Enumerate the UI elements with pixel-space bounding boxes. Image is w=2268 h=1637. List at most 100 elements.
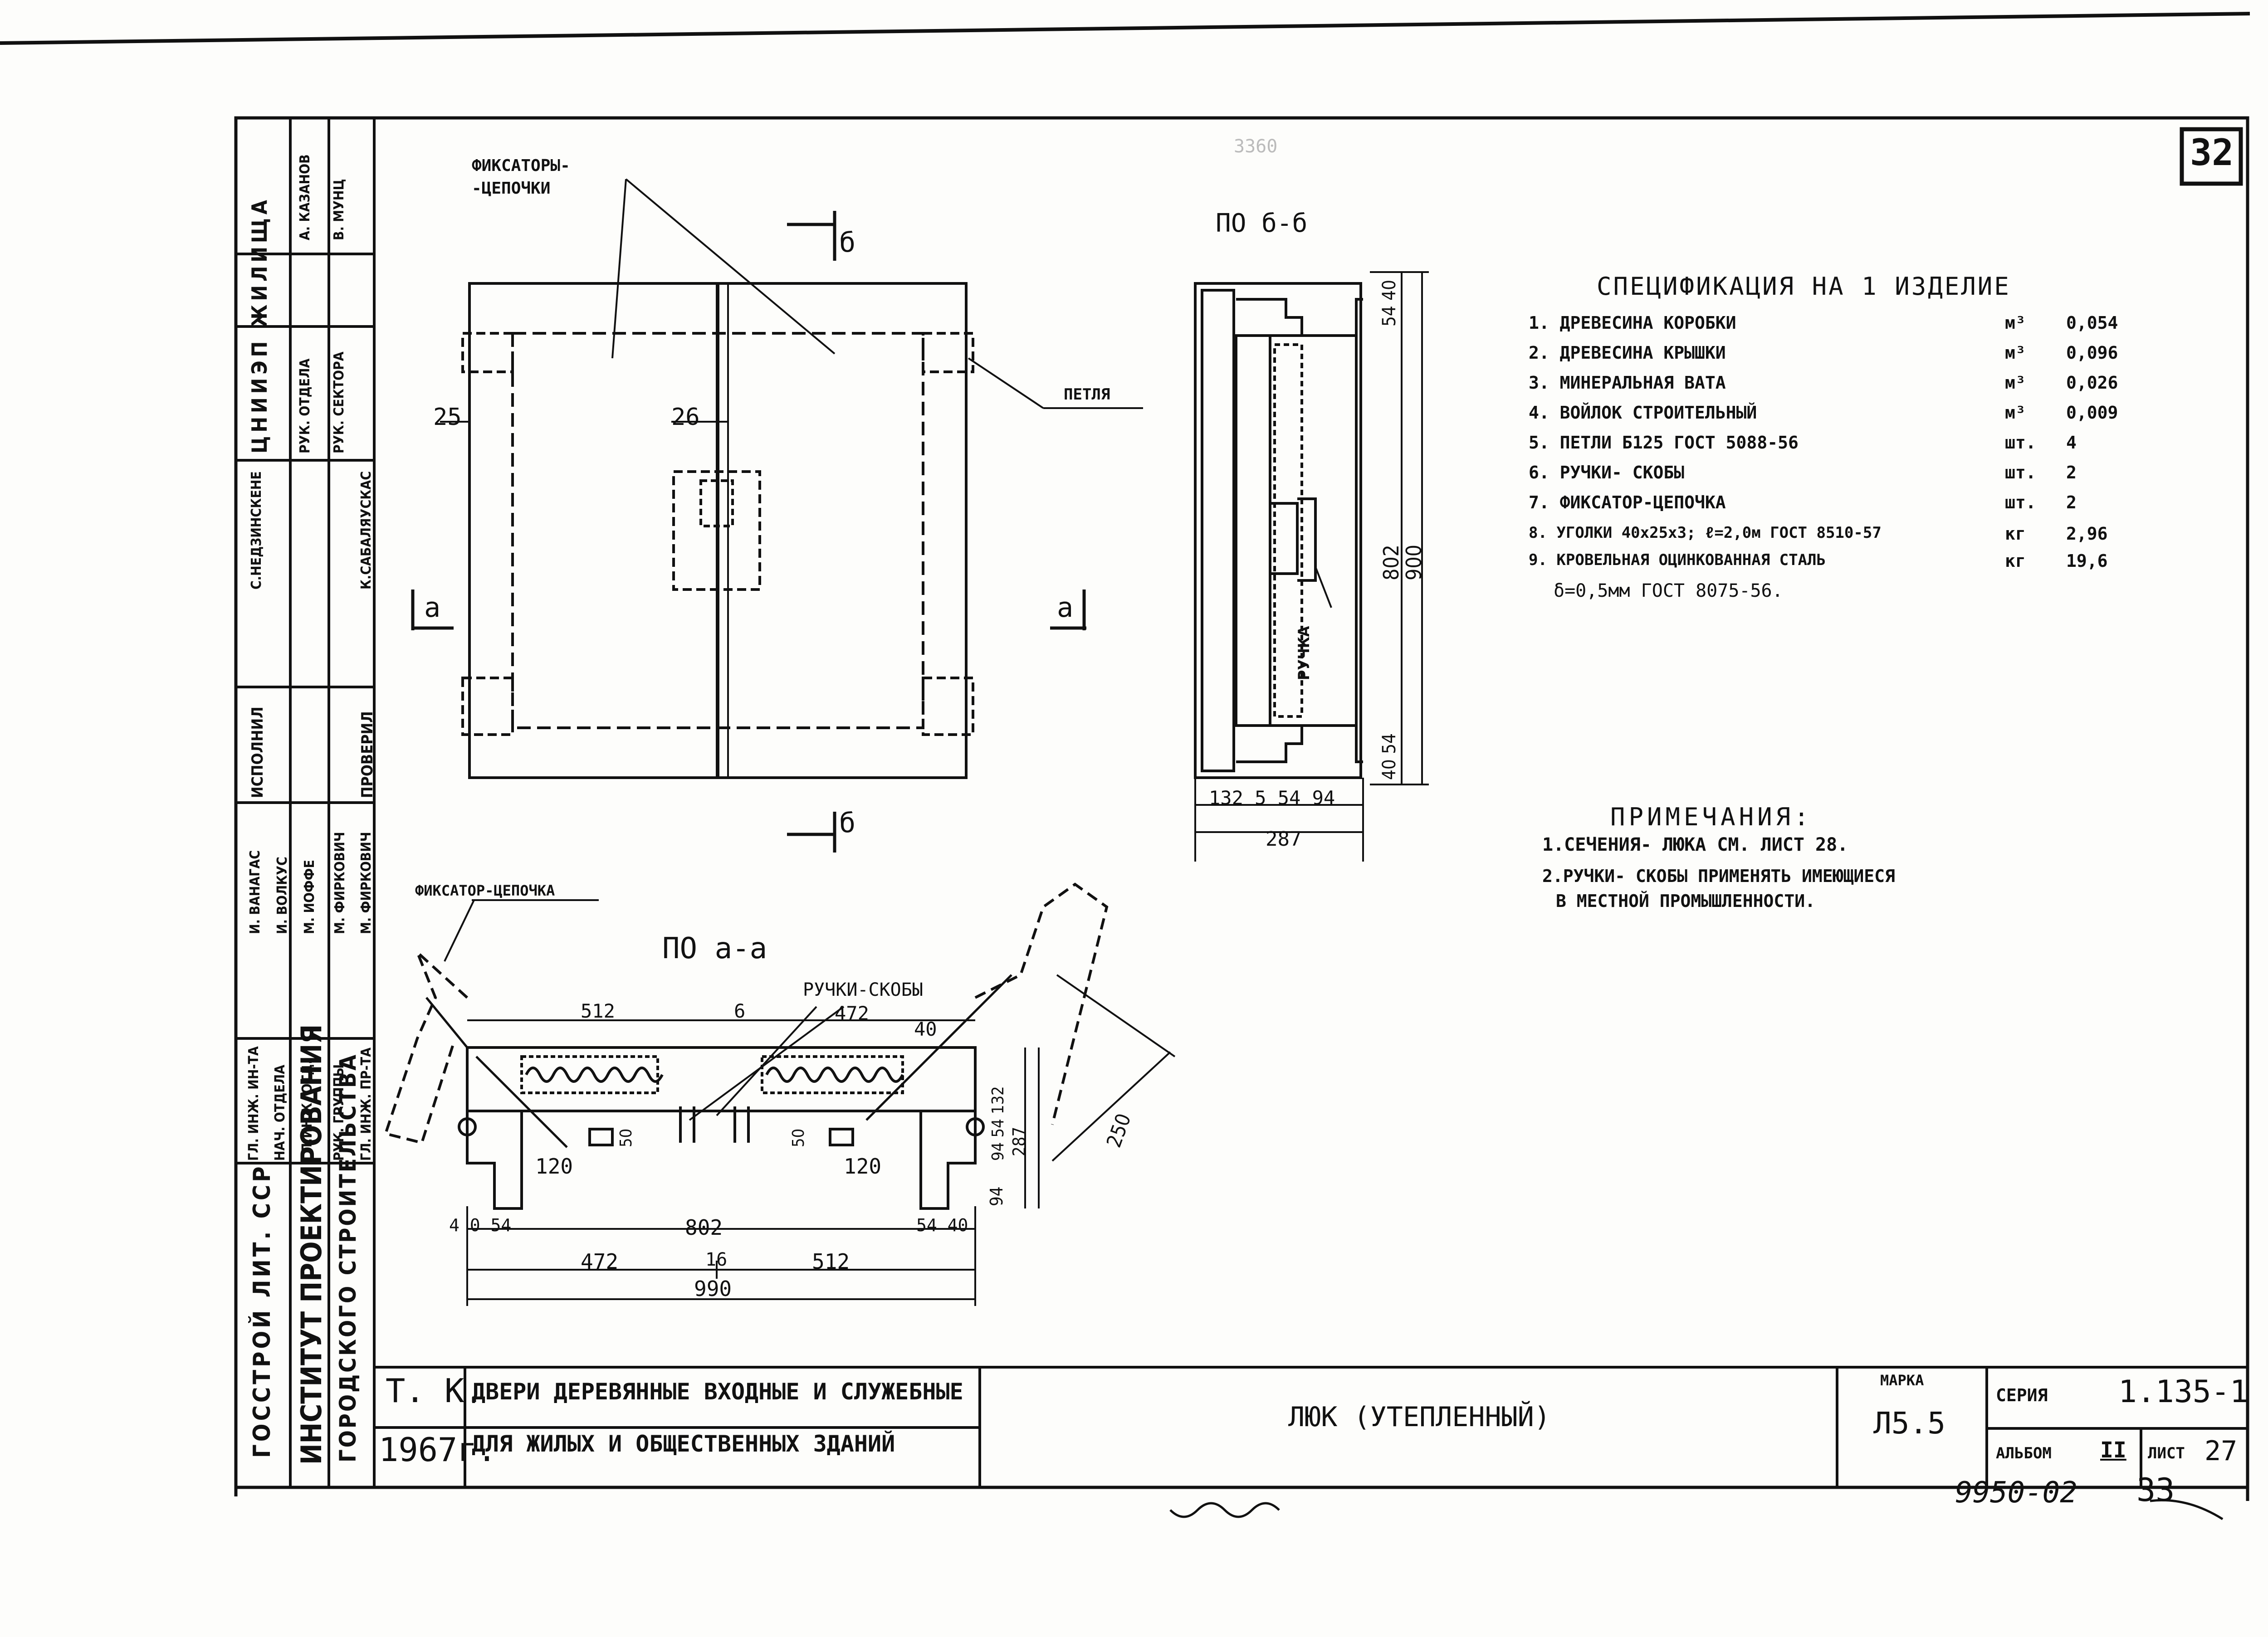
name-munts: В. МУНЦ xyxy=(331,179,347,240)
label-hinge: ПЕТЛЯ xyxy=(1064,385,1110,404)
dim-aa-472-top: 472 xyxy=(835,1002,869,1024)
series-value: 1.135-1 xyxy=(2118,1374,2248,1410)
label-handles-aa: РУЧКИ-СКОБЫ xyxy=(803,979,923,1000)
spec-qty: 2 xyxy=(2066,463,2077,482)
spec-qty: 19,6 xyxy=(2066,551,2108,571)
spec-qty: 0,096 xyxy=(2066,343,2118,363)
marka-value: Л5.5 xyxy=(1873,1406,1945,1441)
spec-row: 5. ПЕТЛИ Б125 ГОСТ 5088-56 шт. 4 xyxy=(1529,433,2209,463)
cut-a-right: а xyxy=(1057,592,1074,624)
dim-aa-6: 6 xyxy=(734,1000,746,1022)
spec-name: 3. МИНЕРАЛЬНАЯ ВАТА xyxy=(1529,373,1726,393)
dim-aa-472: 472 xyxy=(581,1249,619,1274)
dim-aa-50b: 50 xyxy=(789,1128,808,1147)
section-bb-title: ПО б-б xyxy=(1216,209,1308,238)
cut-a-left: а xyxy=(424,592,441,624)
drawing-name: ЛЮК (УТЕПЛЕННЫЙ) xyxy=(1288,1401,1550,1433)
role-ruk-otdela: РУК. ОТДЕЛА xyxy=(297,358,313,453)
spec-name: 2. ДРЕВЕСИНА КРЫШКИ xyxy=(1529,343,1726,363)
label-handle-bb: РУЧКА xyxy=(1295,626,1313,680)
section-aa-title: ПО а-а xyxy=(662,932,767,965)
dim-bb-900: 900 xyxy=(1402,545,1426,580)
name-kazanov: А. КАЗАНОВ xyxy=(297,154,313,240)
dim-aa-287: 287 xyxy=(1009,1126,1029,1156)
plan-view xyxy=(411,178,1143,853)
spec-row: 9. КРОВЕЛЬНАЯ ОЦИНКОВАННАЯ СТАЛЬ кг 19,6 xyxy=(1529,551,2209,581)
spec-qty: 0,054 xyxy=(2066,313,2118,333)
spec-unit: м³ xyxy=(2005,403,2026,423)
page-number: 32 xyxy=(2190,132,2234,174)
upper-org: ЦНИИЭП ЖИЛИЩА xyxy=(247,196,272,453)
bottom-code: 9950-02 xyxy=(1955,1476,2077,1510)
section-bb xyxy=(1194,271,1429,862)
project-title-1: ДВЕРИ ДЕРЕВЯННЫЕ ВХОДНЫЕ И СЛУЖЕБНЫЕ xyxy=(472,1379,963,1405)
dim-aa-990: 990 xyxy=(694,1276,732,1301)
dim-25: 25 xyxy=(433,404,462,431)
spec-name: 9. КРОВЕЛЬНАЯ ОЦИНКОВАННАЯ СТАЛЬ xyxy=(1529,551,1826,569)
spec-name: 4. ВОЙЛОК СТРОИТЕЛЬНЫЙ xyxy=(1529,403,1757,423)
dim-aa-120a: 120 xyxy=(535,1154,573,1179)
name-firkovich-1: М. ФИРКОВИЧ xyxy=(332,832,348,934)
tk-label: Т. К. xyxy=(386,1372,484,1410)
cut-b-top: б xyxy=(839,227,856,258)
spec-row9-cont: δ=0,5мм ГОСТ 8075-56. xyxy=(1554,580,1783,601)
spec-unit: м³ xyxy=(2005,343,2026,363)
project-title-2: ДЛЯ ЖИЛЫХ И ОБЩЕСТВЕННЫХ ЗДАНИЙ xyxy=(472,1431,895,1457)
spec-unit: шт. xyxy=(2005,433,2036,453)
label-fixator-chain: ФИКСАТОР-ЦЕПОЧКА xyxy=(415,882,555,899)
role-gl-inzh-pr-ta: ГЛ. ИНЖ. ПР-ТА xyxy=(358,1047,374,1161)
spec-unit: кг xyxy=(2005,524,2026,544)
cut-b-bottom: б xyxy=(839,807,856,839)
label-fixators-2: -ЦЕПОЧКИ xyxy=(472,179,551,198)
dim-aa-side: 94 54 132 xyxy=(989,1086,1007,1161)
spec-name: 8. УГОЛКИ 40х25х3; ℓ=2,0м ГОСТ 8510-57 xyxy=(1529,524,1882,542)
dim-aa-120b: 120 xyxy=(844,1154,882,1179)
role-nach-otdela: НАЧ. ОТДЕЛА xyxy=(272,1064,288,1161)
spec-qty: 0,009 xyxy=(2066,403,2118,423)
dim-aa-512-top: 512 xyxy=(581,1000,615,1022)
bottom-page: 33 xyxy=(2136,1471,2175,1509)
name-vanagas: И. ВАНАГАС xyxy=(247,850,263,934)
spec-unit: м³ xyxy=(2005,313,2026,333)
stamp-number: 3360 xyxy=(1234,136,1278,157)
spec-unit: шт. xyxy=(2005,492,2036,512)
role-gl-inzh-in-ta: ГЛ. ИНЖ. ИН-ТА xyxy=(246,1046,262,1161)
dim-aa-94: 94 xyxy=(987,1186,1007,1207)
spec-unit: м³ xyxy=(2005,373,2026,393)
role-ruk-sektora: РУК. СЕКТОРА xyxy=(331,351,347,453)
spec-row: 2. ДРЕВЕСИНА КРЫШКИ м³ 0,096 xyxy=(1529,343,2209,373)
notes-line3: В МЕСТНОЙ ПРОМЫШЛЕННОСТИ. xyxy=(1556,891,1815,911)
label-fixators: ФИКСАТОРЫ- xyxy=(472,156,570,175)
series-label: СЕРИЯ xyxy=(1996,1385,2048,1405)
spec-title: СПЕЦИФИКАЦИЯ НА 1 ИЗДЕЛИЕ xyxy=(1597,272,2011,301)
dim-bb-bottom: 40 54 xyxy=(1379,733,1400,780)
dim-aa-16: 16 xyxy=(705,1249,728,1270)
dim-aa-40: 40 xyxy=(914,1018,937,1040)
notes-line2: 2.РУЧКИ- СКОБЫ ПРИМЕНЯТЬ ИМЕЮЩИЕСЯ xyxy=(1542,866,1895,886)
role-ispolnil: ИСПОЛНИЛ xyxy=(249,706,267,798)
spec-unit: кг xyxy=(2005,551,2026,571)
dim-aa-512: 512 xyxy=(812,1249,850,1274)
album-value: II xyxy=(2100,1437,2126,1463)
marka-label: МАРКА xyxy=(1880,1372,1924,1389)
spec-qty: 4 xyxy=(2066,433,2077,453)
spec-qty: 2,96 xyxy=(2066,524,2108,544)
notes-line1: 1.СЕЧЕНИЯ- ЛЮКА СМ. ЛИСТ 28. xyxy=(1542,834,1848,855)
spec-row: 8. УГОЛКИ 40х25х3; ℓ=2,0м ГОСТ 8510-57 кг… xyxy=(1529,524,2209,554)
dim-aa-50a: 50 xyxy=(617,1128,635,1147)
name-nedzinskene: С.НЕДЗИНСКЕНЕ xyxy=(249,471,264,590)
role-gl-inzh-otd: ГЛ.ИНЖ. ОТД. xyxy=(299,1059,315,1161)
spec-qty: 0,026 xyxy=(2066,373,2118,393)
dim-bb-287: 287 xyxy=(1266,828,1302,851)
name-volkus: И. ВОЛКУС xyxy=(274,857,290,934)
spec-qty: 2 xyxy=(2066,492,2077,512)
dim-aa-bottom-right: 54 40 xyxy=(916,1215,968,1235)
dim-26: 26 xyxy=(671,404,700,431)
spec-name: 5. ПЕТЛИ Б125 ГОСТ 5088-56 xyxy=(1529,433,1799,453)
